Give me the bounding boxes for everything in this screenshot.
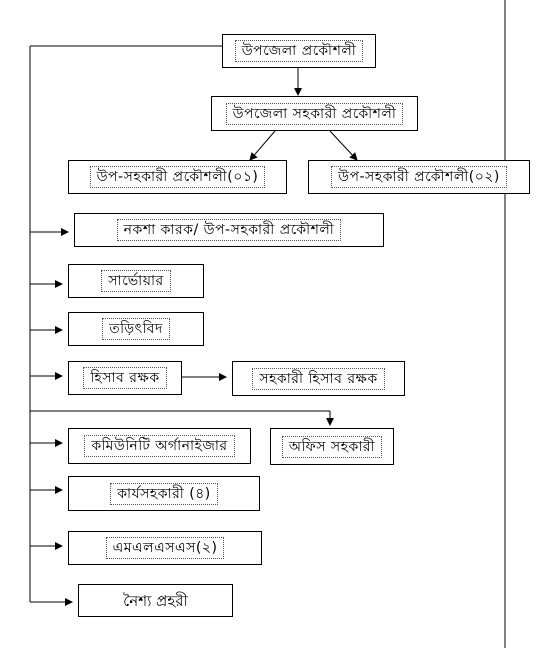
draftsman-box: নকশা কারক/ উপ-সহকারী প্রকৌশলী <box>74 213 384 247</box>
assistant-engineer-box: উপজেলা সহকারী প্রকৌশলী <box>211 96 418 131</box>
upazila-engineer-label: উপজেলা প্রকৌশলী <box>234 40 364 62</box>
arrow-to-sub-assistant-2 <box>329 130 358 161</box>
surveyor-box: সার্ভোয়ার <box>68 264 204 298</box>
accountant-label: হিসাব রক্ষক <box>83 367 167 389</box>
night-guard-label: নৈশ্য প্রহরী <box>123 591 188 610</box>
sub-assistant-engineer-1-box: উপ-সহকারী প্রকৌশলী(০১) <box>68 160 287 194</box>
sub-assistant-engineer-1-label: উপ-সহকারী প্রকৌশলী(০১) <box>89 166 266 188</box>
electrician-box: তড়িৎবিদ <box>68 312 204 346</box>
mlss-box: এমএলএসএস(২) <box>68 531 262 565</box>
assistant-engineer-label: উপজেলা সহকারী প্রকৌশলী <box>225 102 404 125</box>
accountant-box: হিসাব রক্ষক <box>68 361 182 395</box>
night-guard-box: নৈশ্য প্রহরী <box>78 584 233 617</box>
community-organizer-label: কমিউনিটি অর্গানাইজার <box>84 435 235 457</box>
assistant-accountant-box: সহকারী হিসাব রক্ষক <box>232 361 405 396</box>
electrician-label: তড়িৎবিদ <box>102 318 170 340</box>
sub-assistant-engineer-2-label: উপ-সহকারী প্রকৌশলী(০২) <box>331 166 507 188</box>
community-organizer-box: কমিউনিটি অর্গানাইজার <box>68 428 251 464</box>
office-assistant-box: অফিস সহকারী <box>270 428 394 465</box>
work-assistant-label: কার্যসহকারী (৪) <box>110 482 218 505</box>
upazila-engineer-box: উপজেলা প্রকৌশলী <box>222 34 376 68</box>
work-assistant-box: কার্যসহকারী (৪) <box>68 476 260 511</box>
draftsman-label: নকশা কারক/ উপ-সহকারী প্রকৌশলী <box>116 219 342 241</box>
office-assistant-label: অফিস সহকারী <box>281 435 383 458</box>
assistant-accountant-label: সহকারী হিসাব রক্ষক <box>252 367 385 390</box>
arrow-to-sub-assistant-1 <box>249 130 276 161</box>
surveyor-label: সার্ভোয়ার <box>101 270 171 292</box>
sub-assistant-engineer-2-box: উপ-সহকারী প্রকৌশলী(০২) <box>308 160 530 194</box>
mlss-label: এমএলএসএস(২) <box>105 537 225 559</box>
